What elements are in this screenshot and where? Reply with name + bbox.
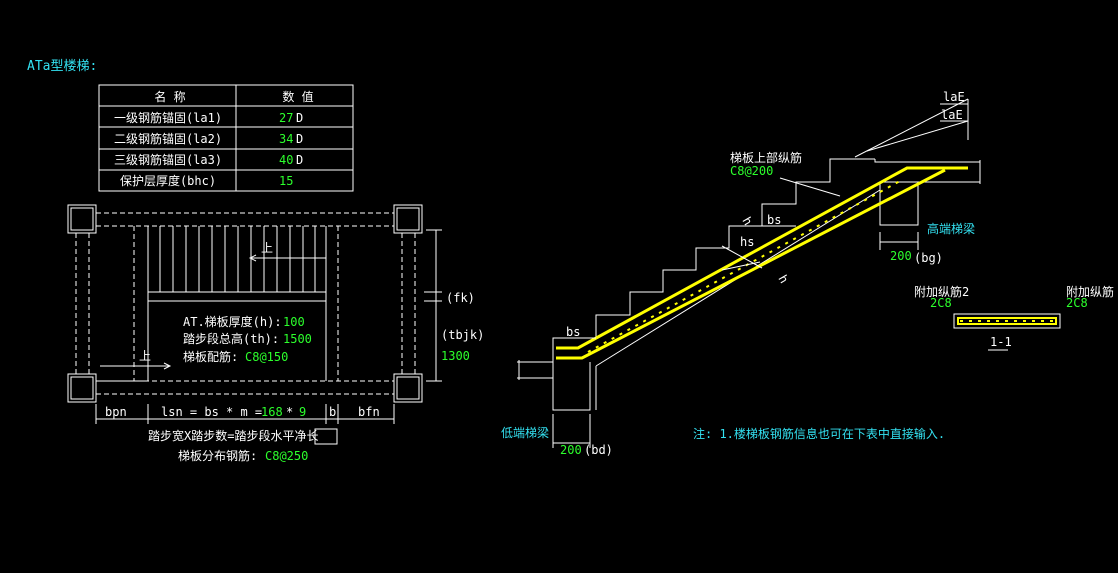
slab-h-label-bottom: h — [775, 273, 791, 286]
table-row-unit: D — [296, 132, 303, 146]
tread-bs-label: bs — [767, 213, 781, 227]
laE-outer-label: laE — [943, 90, 965, 104]
table-row-value-input[interactable]: 15 — [279, 174, 293, 188]
riser-hs-label: hs — [740, 235, 754, 249]
section-detail-1-1: 附加纵筋2 2C8 附加纵筋 2C8 1-1 — [914, 284, 1114, 351]
tread-bs-label-bottom: bs — [566, 325, 580, 339]
slab-rebar-label: 梯板配筋: — [183, 349, 238, 364]
bfn-label: bfn — [358, 405, 380, 419]
table-row-unit: D — [296, 153, 303, 167]
low-beam-width-input[interactable]: 200 — [560, 443, 582, 457]
stair-steps-outline — [595, 158, 875, 338]
stair-type-title: ATa型楼梯: — [27, 59, 97, 74]
extra-rebar-input[interactable]: 2C8 — [1066, 296, 1088, 310]
section-mark-label: 1-1 — [990, 335, 1012, 349]
laE-inner-label: laE — [941, 108, 963, 122]
top-rebar-input[interactable]: C8@200 — [730, 164, 773, 178]
table-row-value-input[interactable]: 40 — [279, 153, 293, 167]
lsn-multiply-label: * — [286, 405, 293, 419]
b-label: b — [329, 405, 336, 419]
stair-treads — [159, 226, 316, 292]
table-row-name: 保护层厚度(bhc) — [120, 173, 216, 188]
tbjk-label: (tbjk) — [441, 328, 484, 342]
table-row-value-input[interactable]: 34 — [279, 132, 293, 146]
extra-rebar-label: 附加纵筋 — [1066, 284, 1114, 299]
total-height-label: 踏步段总高(th): — [183, 331, 279, 346]
low-end-beam-label: 低端梯梁 — [501, 425, 549, 440]
top-rebar-label: 梯板上部纵筋 — [730, 150, 802, 165]
note-text: 注: 1.楼梯板钢筋信息也可在下表中直接输入. — [693, 426, 945, 441]
column-top-left — [67, 204, 97, 234]
table-row-value-input[interactable]: 27 — [279, 111, 293, 125]
table-row-name: 二级钢筋锚固(la2) — [114, 131, 222, 146]
table-header-name: 名 称 — [154, 89, 185, 104]
distribution-rebar-label: 梯板分布钢筋: — [178, 448, 257, 463]
extra-rebar-2-label: 附加纵筋2 — [914, 284, 969, 299]
low-beam-width-label: (bd) — [584, 443, 613, 457]
stair-plan-view: 上 上 (fk) (tbjk) 1300 AT.梯板厚度(h): 100 踏步段… — [67, 204, 484, 463]
column-bottom-right — [393, 373, 423, 403]
column-top-right — [393, 204, 423, 234]
up-label-upper: 上 — [261, 241, 273, 255]
tread-count-input[interactable]: 9 — [299, 405, 306, 419]
fk-label: (fk) — [446, 291, 475, 305]
up-label-lower: 上 — [139, 349, 151, 363]
stair-section-view: laE laE 梯板上部纵筋 C8@200 bs hs h h 200 (bg)… — [501, 90, 981, 457]
lsn-formula-label: lsn = bs * m = — [161, 405, 262, 419]
high-beam-width-label: (bg) — [914, 251, 943, 265]
tbjk-value-input[interactable]: 1300 — [441, 349, 470, 363]
extra-rebar-2-input[interactable]: 2C8 — [930, 296, 952, 310]
bpn-label: bpn — [105, 405, 127, 419]
high-beam-width-input[interactable]: 200 — [890, 249, 912, 263]
tread-formula-text: 踏步宽X踏步数=踏步段水平净长 — [148, 428, 318, 443]
table-header-value: 数 值 — [282, 89, 313, 104]
bottom-longitudinal-rebar — [556, 168, 946, 360]
slab-thickness-label: AT.梯板厚度(h): — [183, 314, 282, 329]
table-row-unit: D — [296, 111, 303, 125]
table-row-name: 一级钢筋锚固(la1) — [114, 110, 222, 125]
top-longitudinal-rebar — [556, 166, 968, 350]
anchor-table: 名 称 数 值 一级钢筋锚固(la1) 27 D 二级钢筋锚固(la2) 34 … — [98, 84, 354, 192]
slab-thickness-input[interactable]: 100 — [283, 315, 305, 329]
slab-rebar-input[interactable]: C8@150 — [245, 350, 288, 364]
total-height-input[interactable]: 1500 — [283, 332, 312, 346]
tread-width-input[interactable]: 168 — [261, 405, 283, 419]
high-end-beam-label: 高端梯梁 — [927, 221, 975, 236]
distribution-rebar-input[interactable]: C8@250 — [265, 449, 308, 463]
column-bottom-left — [67, 373, 97, 403]
table-row-name: 三级钢筋锚固(la3) — [114, 152, 222, 167]
text-cursor-box — [314, 428, 338, 445]
